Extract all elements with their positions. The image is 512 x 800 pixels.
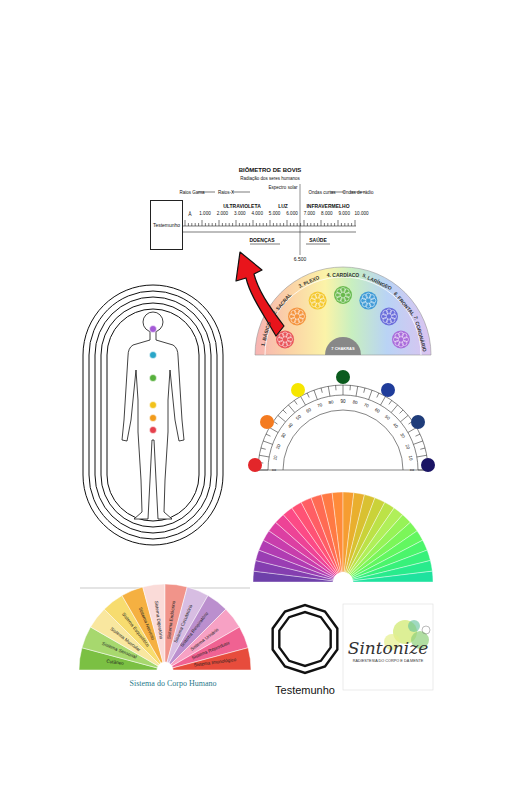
logo xyxy=(343,604,433,690)
scale-number: 0 xyxy=(273,469,278,472)
chakra-dots xyxy=(150,326,157,434)
chart-label: 4.000 xyxy=(251,212,263,217)
scale-number: 10 xyxy=(273,455,278,461)
scale-number: 40 xyxy=(392,423,399,430)
chart-label: ULTRAVIOLETA xyxy=(223,204,261,209)
chart-label: SAÚDE xyxy=(309,238,327,243)
scale-number: 0 xyxy=(409,469,414,472)
scale-number: 90 xyxy=(340,400,345,405)
chart-label: 7.000 xyxy=(304,212,316,217)
chart-label: Å xyxy=(188,212,191,217)
chart-label: RADIESTESIA DO CORPO E DA MENTE xyxy=(353,660,424,664)
scale-number: 40 xyxy=(288,423,295,430)
scale-number: 10 xyxy=(407,455,412,461)
decagon-outline xyxy=(268,602,342,676)
scale-number: 80 xyxy=(352,400,358,405)
node-text: Testemunho xyxy=(153,223,180,228)
chart-label: 3.000 xyxy=(234,212,246,217)
chakra-chart xyxy=(255,267,431,355)
chart-label: BIÔMETRO DE BOVIS xyxy=(239,167,302,173)
scale-number: 80 xyxy=(328,400,334,405)
chart-label: Sistema do Corpo Humano xyxy=(130,680,217,688)
chart-label: 5.000 xyxy=(269,212,281,217)
scale-number: 70 xyxy=(317,403,323,409)
systems-fan xyxy=(79,584,251,670)
chart-label: 8.000 xyxy=(321,212,333,217)
chart-label: 6.000 xyxy=(286,212,298,217)
chart-label: Ondas de rádio xyxy=(343,191,374,196)
scale-number: 50 xyxy=(296,415,303,422)
chart-label: INFRAVERMELHO xyxy=(306,204,349,209)
chart-label: 4. CARDÍACO xyxy=(327,273,360,278)
chart-label: Espectro solar xyxy=(269,186,298,191)
node-text: Testemunho xyxy=(275,685,335,696)
scale-number: 20 xyxy=(276,444,282,450)
human-figure xyxy=(122,312,184,519)
aura-rings xyxy=(83,285,223,545)
chart-label: Ondas curtas xyxy=(309,191,336,196)
chart-label: DOENÇAS xyxy=(249,238,274,243)
chart-label: Sintonize xyxy=(348,640,429,657)
chart-label: Raios Gama xyxy=(179,191,204,196)
scale-number: 70 xyxy=(363,403,369,409)
bovis-ruler xyxy=(183,184,365,255)
red-arrow xyxy=(236,252,284,336)
scale-number: 30 xyxy=(281,433,287,440)
chart-label: 1.000 xyxy=(199,212,211,217)
scale-number: 60 xyxy=(306,408,313,414)
chart-label: 9.000 xyxy=(338,212,350,217)
protractor xyxy=(258,385,428,470)
chart-label: Raios-X xyxy=(218,191,234,196)
chart-label: Radiação dos seres humanos xyxy=(240,177,300,182)
chart-label: 2.000 xyxy=(217,212,229,217)
chart-label: 10.000 xyxy=(355,212,369,217)
color-dots xyxy=(248,370,435,472)
chart-label: LUZ xyxy=(278,204,288,209)
scale-number: 50 xyxy=(383,415,390,422)
scale-number: 60 xyxy=(374,408,381,414)
witness-decagon: Testemunho xyxy=(268,602,342,696)
chart-label: 6.500 xyxy=(294,257,307,262)
witness-box: Testemunho xyxy=(150,200,183,250)
rainbow-fan xyxy=(253,492,433,582)
chart-label: 7 CHAKRAS xyxy=(331,347,354,351)
scale-number: 30 xyxy=(399,433,405,440)
scale-number: 20 xyxy=(404,444,410,450)
